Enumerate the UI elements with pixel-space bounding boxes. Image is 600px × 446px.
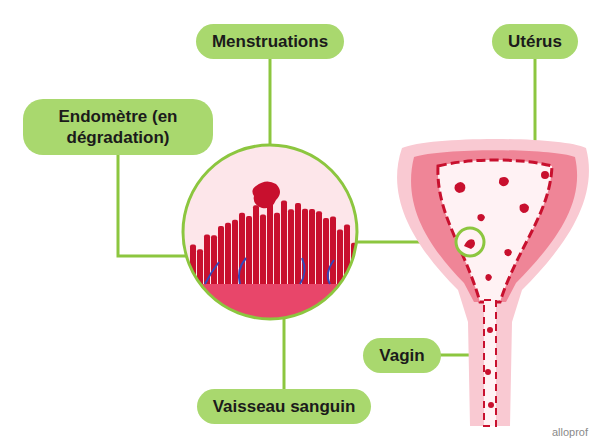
label-text: Vagin (379, 345, 424, 366)
endometrium-fold (253, 205, 259, 288)
endometrium-fold (288, 209, 294, 288)
endometrium-fold (239, 213, 245, 288)
label-pill: Menstruations (196, 24, 344, 59)
endometrium-fold (260, 215, 266, 288)
watermark: alloprof (552, 426, 588, 438)
endometrium-fold (183, 264, 189, 288)
endometrium-fold (218, 226, 224, 288)
endometrium-fold (330, 217, 336, 288)
label-text: Vaisseau sanguin (213, 396, 356, 417)
endometrium-fold (246, 216, 252, 288)
uterus-wall (411, 150, 577, 302)
endometrium-fold (281, 200, 287, 288)
endometrium-fold (232, 220, 238, 288)
label-pill: Vaisseau sanguin (197, 389, 372, 424)
label-text: Menstruations (212, 31, 328, 52)
endometrium-fold (225, 223, 231, 288)
endometrium-fold (267, 201, 273, 288)
uterus (397, 139, 589, 426)
menstrual-clot (252, 181, 280, 208)
vagina-canal (484, 300, 496, 426)
label-text: Utérus (508, 31, 562, 52)
uterus-cavity (438, 160, 552, 302)
endometrium-fold (274, 213, 280, 288)
endometrium-tissue (183, 200, 357, 288)
zoom-view (180, 140, 360, 325)
endometrium-fold (309, 209, 315, 288)
uterus-outer (397, 139, 589, 426)
label-text: Endomètre (en dégradation) (39, 106, 197, 148)
label-pill: Endomètre (en dégradation) (23, 99, 213, 155)
endometrium-fold (295, 203, 301, 288)
blood-vessels (205, 258, 334, 284)
endometrium-fold (211, 235, 217, 288)
zoom-circle (183, 145, 357, 319)
zoom-marker-blood (464, 239, 475, 249)
label-pill: Vagin (363, 338, 440, 373)
label-pill: Utérus (492, 24, 578, 59)
menstrual-blood (455, 171, 550, 408)
endometrium-fold (316, 211, 322, 288)
zoom-marker (456, 228, 484, 256)
